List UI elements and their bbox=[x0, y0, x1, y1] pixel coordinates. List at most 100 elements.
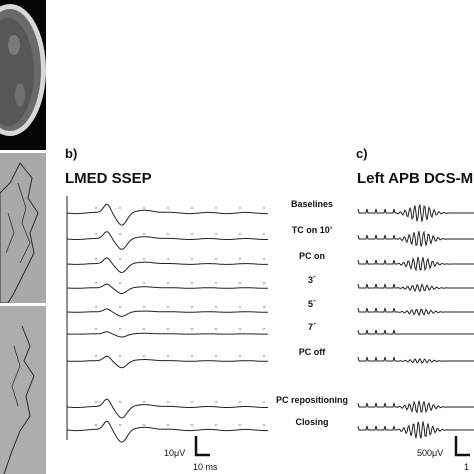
ssep-trace bbox=[66, 398, 268, 419]
ssep-time-marker bbox=[239, 233, 241, 235]
ssep-time-marker bbox=[143, 328, 145, 330]
mep-trace bbox=[357, 329, 474, 335]
ssep-time-marker bbox=[215, 401, 217, 403]
ssep-time-scale: 10 ms bbox=[193, 462, 218, 472]
ssep-time-marker bbox=[263, 207, 265, 209]
ssep-time-marker bbox=[215, 424, 217, 426]
panel-b-label: b) bbox=[65, 146, 78, 161]
ssep-time-marker bbox=[167, 355, 169, 357]
ssep-time-marker bbox=[143, 355, 145, 357]
mep-trace bbox=[357, 421, 474, 439]
ssep-time-marker bbox=[95, 424, 97, 426]
trace-label: Baselines bbox=[290, 199, 334, 209]
ssep-time-marker bbox=[143, 401, 145, 403]
ssep-time-marker bbox=[239, 258, 241, 260]
panel-c-label: c) bbox=[356, 146, 368, 161]
ct-scan-image bbox=[0, 0, 46, 150]
ssep-trace bbox=[67, 308, 268, 317]
ssep-time-marker bbox=[191, 401, 193, 403]
ssep-time-marker bbox=[263, 424, 265, 426]
ssep-time-marker bbox=[167, 401, 169, 403]
ssep-time-marker bbox=[167, 424, 169, 426]
ssep-time-marker bbox=[215, 355, 217, 357]
mep-trace bbox=[357, 400, 474, 414]
angiography-image-top bbox=[0, 153, 46, 303]
ssep-time-marker bbox=[95, 306, 97, 308]
ssep-time-marker bbox=[119, 207, 121, 209]
trace-label: 5´ bbox=[307, 299, 316, 309]
trace-label: 3´ bbox=[307, 275, 316, 285]
ssep-time-marker bbox=[239, 306, 241, 308]
ssep-time-marker bbox=[263, 282, 265, 284]
ssep-time-marker bbox=[215, 328, 217, 330]
ssep-time-marker bbox=[119, 258, 121, 260]
ssep-time-marker bbox=[191, 306, 193, 308]
ssep-time-marker bbox=[167, 233, 169, 235]
ssep-time-marker bbox=[239, 424, 241, 426]
ssep-time-marker bbox=[143, 306, 145, 308]
angiography-image-bottom bbox=[0, 306, 46, 474]
ssep-amplitude-scale: 10μV bbox=[164, 448, 186, 458]
ssep-time-marker bbox=[191, 355, 193, 357]
ssep-time-marker bbox=[215, 258, 217, 260]
mep-trace bbox=[357, 307, 474, 317]
ssep-time-marker bbox=[191, 424, 193, 426]
ssep-time-marker bbox=[95, 282, 97, 284]
mep-trace bbox=[357, 203, 474, 222]
mep-trace bbox=[357, 283, 474, 293]
ssep-time-marker bbox=[239, 207, 241, 209]
mep-time-scale: 1 bbox=[464, 462, 470, 472]
ssep-time-marker bbox=[95, 258, 97, 260]
trace-label: 7´ bbox=[307, 322, 316, 332]
ssep-time-marker bbox=[239, 355, 241, 357]
mep-trace bbox=[357, 356, 474, 364]
ssep-time-marker bbox=[95, 355, 97, 357]
ssep-time-marker bbox=[191, 282, 193, 284]
ssep-time-marker bbox=[95, 233, 97, 235]
ssep-time-marker bbox=[119, 401, 121, 403]
trace-label: PC on bbox=[299, 251, 325, 261]
ssep-time-marker bbox=[263, 306, 265, 308]
ssep-trace bbox=[67, 331, 268, 338]
ssep-trace bbox=[66, 203, 269, 226]
ssep-trace bbox=[66, 257, 268, 274]
ssep-time-marker bbox=[119, 328, 121, 330]
ssep-time-marker bbox=[239, 282, 241, 284]
ssep-time-marker bbox=[167, 282, 169, 284]
trace-label: PC off bbox=[298, 347, 326, 357]
ssep-time-marker bbox=[143, 282, 145, 284]
trace-label: Closing bbox=[295, 417, 329, 427]
ssep-time-marker bbox=[215, 306, 217, 308]
ssep-time-marker bbox=[191, 207, 193, 209]
panel-c-title: Left APB DCS-M bbox=[357, 170, 474, 187]
ssep-time-marker bbox=[95, 328, 97, 330]
ssep-time-marker bbox=[95, 207, 97, 209]
mep-scale-bar bbox=[454, 436, 470, 457]
ssep-time-marker bbox=[263, 258, 265, 260]
ssep-scale-bar bbox=[194, 436, 210, 457]
mep-trace bbox=[357, 256, 474, 272]
ssep-time-marker bbox=[263, 401, 265, 403]
ssep-time-marker bbox=[143, 258, 145, 260]
mep-trace bbox=[357, 230, 474, 247]
panel-b-title: LMED SSEP bbox=[65, 170, 152, 187]
ssep-time-marker bbox=[263, 328, 265, 330]
ssep-time-marker bbox=[263, 355, 265, 357]
ssep-time-marker bbox=[215, 233, 217, 235]
ssep-time-marker bbox=[119, 306, 121, 308]
ssep-time-marker bbox=[143, 207, 145, 209]
ssep-trace bbox=[66, 420, 269, 443]
ssep-time-marker bbox=[167, 258, 169, 260]
ssep-time-marker bbox=[167, 207, 169, 209]
ssep-time-marker bbox=[119, 424, 121, 426]
ssep-time-marker bbox=[95, 401, 97, 403]
ssep-time-marker bbox=[167, 306, 169, 308]
ssep-time-marker bbox=[215, 282, 217, 284]
ssep-time-marker bbox=[191, 233, 193, 235]
ssep-time-marker bbox=[119, 355, 121, 357]
ssep-time-marker bbox=[239, 328, 241, 330]
ssep-time-marker bbox=[119, 282, 121, 284]
ssep-trace bbox=[67, 283, 269, 295]
